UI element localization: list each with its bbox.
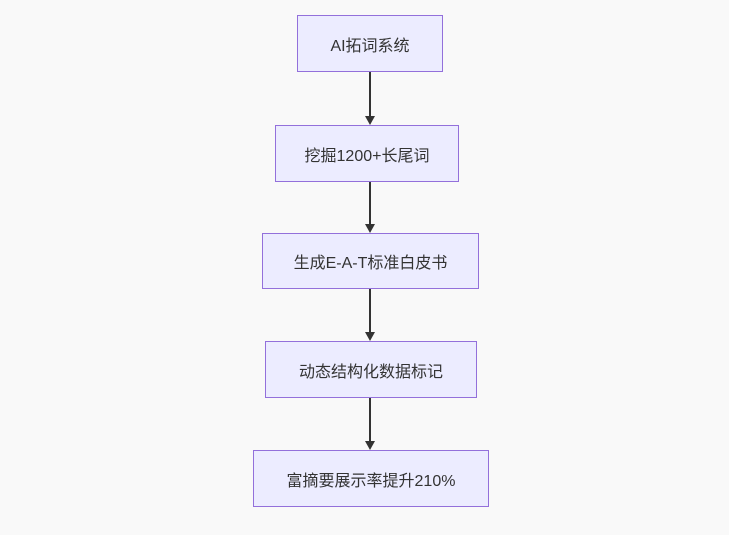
flow-node-label: AI拓词系统 <box>330 37 410 55</box>
flow-node-eat-whitepaper: 生成E-A-T标准白皮书 <box>262 233 479 289</box>
arrowhead-down-icon <box>365 332 375 341</box>
flow-node-ai-word-expansion: AI拓词系统 <box>297 15 443 72</box>
flow-node-label: 挖掘1200+长尾词 <box>304 147 430 165</box>
flow-node-longtail-mining: 挖掘1200+长尾词 <box>275 125 459 182</box>
flow-node-label: 生成E-A-T标准白皮书 <box>293 255 448 272</box>
arrow-down-connector <box>365 72 375 125</box>
arrowhead-down-icon <box>365 224 375 233</box>
arrow-down-connector <box>365 182 375 233</box>
arrowhead-down-icon <box>365 116 375 125</box>
flow-node-label: 动态结构化数据标记 <box>298 363 443 381</box>
arrowhead-down-icon <box>365 441 375 450</box>
flow-node-rich-snippet-result: 富摘要展示率提升210% <box>253 450 489 507</box>
flow-node-label: 富摘要展示率提升210% <box>286 472 456 490</box>
arrow-down-connector <box>365 398 375 450</box>
flow-node-structured-data-markup: 动态结构化数据标记 <box>265 341 477 398</box>
arrow-down-connector <box>365 289 375 341</box>
